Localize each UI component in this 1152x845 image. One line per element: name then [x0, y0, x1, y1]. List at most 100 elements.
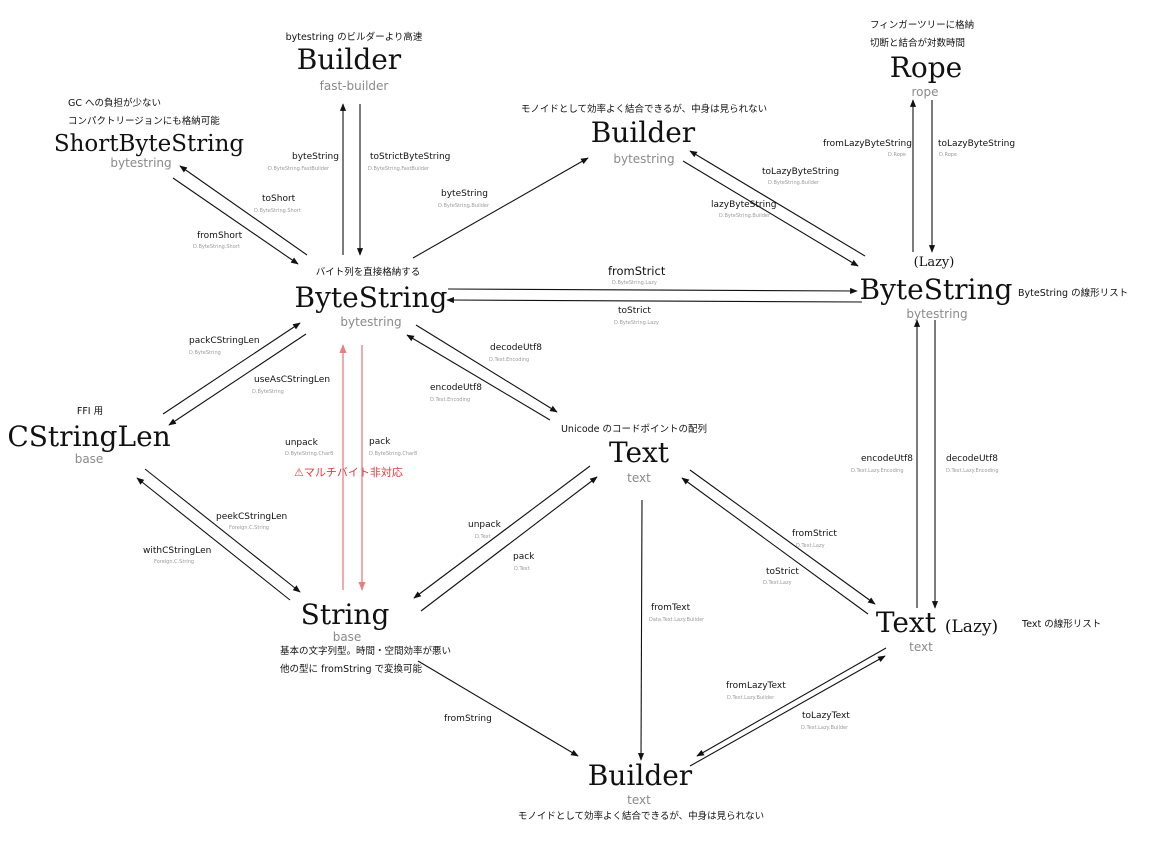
rope-package: rope: [911, 85, 939, 99]
builder-bs-node: Builder: [590, 116, 696, 149]
label-rope-to-lazy: toLazyByteString: [938, 139, 1016, 149]
label-bs-to-fast: byteString: [292, 152, 339, 162]
arrow-from-string: [417, 660, 579, 757]
builder-fast-node: Builder: [296, 43, 402, 76]
lazy-text-package: text: [909, 640, 933, 654]
builder-bs-note: モノイドとして効率よく結合できるが、中身は見られない: [520, 104, 768, 115]
module-from-lazy-text: D.Text.Lazy.Builder: [727, 695, 775, 701]
arrow-short-to-bs: [172, 177, 299, 265]
bytestring-package: bytestring: [340, 315, 402, 329]
module-cstr-to-bs: D.ByteString: [189, 350, 221, 356]
label-bs-to-text: decodeUtf8: [490, 343, 542, 353]
arrow-bs-to-short: [179, 165, 308, 256]
module-lt-encode: D.Text.Lazy.Encoding: [851, 468, 904, 474]
text-package: text: [627, 471, 651, 485]
module-text-to-bs: D.Text.Encoding: [430, 397, 471, 403]
module-bs-to-short: D.ByteString.Short: [254, 208, 301, 214]
label-to-lazy-text: toLazyText: [802, 711, 850, 721]
string-note-1: 基本の文字列型。時間・空間効率が悪い: [280, 646, 452, 657]
arrow-to-strict-bs: [446, 296, 863, 304]
arrow-builder-to-lazy: [682, 160, 859, 267]
rope-note-2: 切断と結合が対数時間: [870, 38, 966, 49]
module-text-to-strict: D.Text.Lazy: [763, 580, 792, 586]
builder-text-node: Builder: [587, 759, 693, 792]
arrow-cstr-to-bs: [162, 322, 301, 415]
label-fast-to-bs: toStrictByteString: [370, 152, 451, 162]
builder-fast-package: fast-builder: [319, 79, 389, 93]
builder-text-package: text: [627, 793, 651, 807]
module-short-to-bs: D.ByteString.Short: [193, 244, 240, 250]
module-text-from-text: Data.Text.Lazy.Builder: [649, 617, 705, 623]
module-bs-to-fast: D.ByteString.FastBuilder: [268, 166, 330, 172]
arrow-text-from-strict: [689, 469, 876, 605]
lazy-bs-package: bytestring: [906, 307, 968, 321]
arrow-cstr-to-string: [144, 468, 301, 593]
module-text-unpack: D.Text: [475, 534, 491, 540]
label-text-pack: pack: [513, 552, 535, 562]
label-from-strict-bs: fromStrict: [608, 264, 666, 278]
arrow-text-unpack: [413, 465, 591, 599]
label-bs-to-cstr: useAsCStringLen: [254, 375, 331, 385]
lazy-text-note: Text の線形リスト: [1022, 619, 1102, 630]
arrow-to-lazy-text: [689, 655, 886, 767]
module-string-to-cstr: Foreign.C.String: [154, 559, 195, 565]
label-text-unpack: unpack: [468, 520, 501, 530]
label-text-to-strict: toStrict: [766, 567, 799, 577]
arrow-text-pack: [420, 476, 598, 612]
label-text-to-bs: encodeUtf8: [430, 383, 482, 393]
arrow-from-lazy-text: [696, 647, 887, 757]
label-bs-unpack: unpack: [285, 438, 318, 448]
label-bs-to-short: toShort: [262, 194, 296, 204]
module-text-from-strict: D.Text.Lazy: [796, 543, 825, 549]
module-bs-to-cstr: D.ByteString: [252, 389, 284, 395]
string-package: base: [332, 630, 362, 644]
short-bs-node: ShortByteString: [53, 131, 245, 157]
lazy-text-node: Text (Lazy): [876, 607, 998, 643]
label-from-string: fromString: [444, 714, 492, 724]
label-lazy-to-rope: fromLazyByteString: [823, 139, 912, 149]
lazy-bs-node: ByteString: [859, 273, 1013, 306]
label-cstr-to-bs: packCStringLen: [189, 336, 260, 346]
label-cstr-to-string: peekCStringLen: [216, 512, 288, 522]
arrow-text-to-bs: [406, 334, 551, 421]
arrow-bs-to-cstr: [168, 333, 307, 426]
string-node: String: [300, 598, 390, 631]
short-bs-package: bytestring: [110, 156, 172, 170]
multibyte-warning: ⚠マルチバイト非対応: [294, 466, 403, 479]
lazy-text-name: Text: [875, 606, 936, 639]
module-to-strict-bs: D.ByteString.Lazy: [614, 320, 659, 326]
module-bs-unpack: D.ByteString.Char8: [285, 451, 334, 457]
arrow-string-to-cstr: [136, 477, 291, 601]
label-lazy-to-builder: lazyByteString: [711, 200, 777, 210]
module-bs-to-text: D.Text.Encoding: [489, 357, 530, 363]
cstringlen-note: FFI 用: [76, 406, 104, 417]
cstringlen-node: CStringLen: [7, 420, 171, 453]
label-text-from-strict: fromStrict: [792, 529, 837, 539]
arrow-text-from-text: [637, 499, 645, 761]
module-lazy-to-builder: D.ByteString.Builder: [719, 213, 771, 219]
label-lt-decode: decodeUtf8: [946, 454, 998, 464]
text-node: Text: [608, 436, 670, 469]
cstringlen-package: base: [74, 452, 104, 466]
label-text-from-text: fromText: [651, 603, 691, 613]
builder-text-note: モノイドとして効率よく結合できるが、中身は見られない: [517, 811, 765, 822]
label-string-to-cstr: withCStringLen: [143, 546, 212, 556]
arrow-bs-to-text: [415, 324, 558, 413]
module-bs-pack: D.ByteString.Char8: [369, 451, 418, 457]
short-bs-note-1: GC への負担が少ない: [68, 98, 162, 109]
builder-fast-note: bytestring のビルダーより高速: [285, 32, 423, 43]
module-rope-to-lazy: D.Rope: [939, 152, 957, 158]
module-lt-decode: D.Text.Lazy.Encoding: [946, 468, 999, 474]
builder-bs-package: bytestring: [613, 152, 675, 166]
rope-note-1: フィンガーツリーに格納: [870, 20, 975, 31]
lazy-bs-note: ByteString の線形リスト: [1018, 288, 1129, 299]
lazy-text-suffix: (Lazy): [944, 617, 999, 637]
arrow-lazy-to-builder: [689, 150, 866, 257]
label-bs-pack: pack: [369, 437, 391, 447]
text-note: Unicode のコードポイントの配列: [560, 424, 708, 435]
short-bs-note-2: コンパクトリージョンにも格納可能: [68, 116, 220, 127]
label-builder-to-lazy: toLazyByteString: [762, 167, 840, 177]
bytestring-note: バイト列を直接格納する: [315, 267, 421, 278]
string-note-2: 他の型に fromString で変換可能: [280, 664, 422, 675]
